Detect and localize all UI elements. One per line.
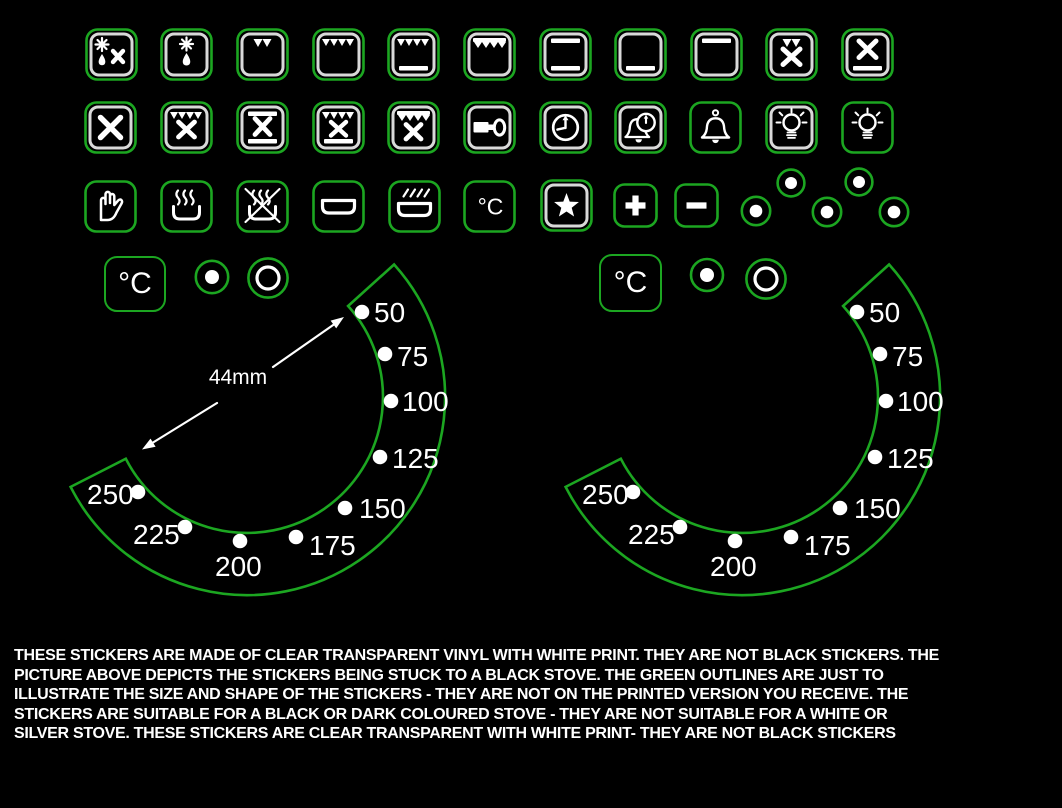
temp-label-150: 150: [854, 493, 901, 524]
disclaimer-line: ILLUSTRATE THE SIZE AND SHAPE OF THE STI…: [14, 686, 909, 704]
grill-element-icon: [463, 28, 516, 81]
bell-icon: [689, 101, 742, 154]
temp-label-175: 175: [804, 530, 851, 561]
alarm-timer-icon: [614, 101, 667, 154]
temp-label-250: 250: [87, 479, 134, 510]
indicator-dot-icon: [844, 167, 874, 197]
temperature-dial-left: 50 75 100 125 150 175 200 225 250 44mm: [68, 262, 449, 597]
dial-dots: [625, 304, 894, 549]
temp-label-75: 75: [892, 341, 923, 372]
indicator-dot-icon: [689, 257, 725, 293]
temp-label-75: 75: [397, 341, 428, 372]
fan-grill-element-icon: [387, 101, 440, 154]
dial-dots: [130, 304, 399, 549]
temp-label-100: 100: [897, 386, 944, 417]
bottom-heat-icon: [614, 28, 667, 81]
oven-light-icon: [765, 101, 818, 154]
celsius-label: °C: [118, 267, 152, 300]
defrost-icon: [160, 28, 213, 81]
temperature-dial-right: 50 75 100 125 150 175 200 225 250: [563, 262, 944, 597]
grill-full-icon: [312, 28, 365, 81]
indicator-dot-icon: [811, 196, 843, 228]
indicator-dot-icon: [740, 195, 772, 227]
residual-heat-off-icon: [236, 180, 289, 233]
temp-label-50: 50: [869, 297, 900, 328]
temp-label-125: 125: [392, 443, 439, 474]
top-bottom-heat-icon: [539, 28, 592, 81]
grill-bottom-heat-icon: [387, 28, 440, 81]
dial-band-outline: [68, 262, 447, 597]
minus-icon: [674, 183, 719, 228]
temp-label-150: 150: [359, 493, 406, 524]
celsius-box-right: °C: [599, 254, 662, 312]
dish-icon: [312, 180, 365, 233]
fan-grill-icon: [160, 101, 213, 154]
temp-label-50: 50: [374, 297, 405, 328]
disclaimer-line: STICKERS ARE SUITABLE FOR A BLACK OR DAR…: [14, 705, 888, 723]
indicator-dot-icon: [878, 196, 910, 228]
celsius-label: °C: [613, 266, 648, 299]
dial-band-outline: [563, 262, 942, 597]
disclaimer-line: SILVER STOVE. THESE STICKERS ARE CLEAR T…: [14, 725, 896, 743]
minute-timer-icon: [539, 101, 592, 154]
top-heat-icon: [690, 28, 743, 81]
hand-stop-icon: [84, 180, 137, 233]
grill-half-icon: [236, 28, 289, 81]
temp-label-200: 200: [215, 551, 262, 582]
temp-label-250: 250: [582, 479, 629, 510]
disclaimer-text: THESE STICKERS ARE MADE OF CLEAR TRANSPA…: [14, 646, 1018, 744]
disclaimer-line: PICTURE ABOVE DEPICTS THE STICKERS BEING…: [14, 666, 884, 684]
fan-grill-half-icon: [765, 28, 818, 81]
fan-grill-bottom-heat-icon: [312, 101, 365, 154]
indicator-ring-icon: [745, 258, 787, 300]
measurement-arrow: 44mm: [142, 317, 344, 450]
frost-star-icon: [540, 179, 593, 232]
dish-warming-icon: [388, 180, 441, 233]
temp-label-125: 125: [887, 443, 934, 474]
defrost-fan-icon: [85, 28, 138, 81]
indicator-dot-icon: [194, 259, 230, 295]
fan-top-bottom-heat-icon: [236, 101, 289, 154]
indicator-ring-icon: [247, 257, 289, 299]
temp-label-225: 225: [628, 519, 675, 550]
key-lock-icon: [463, 101, 516, 154]
measurement-label: 44mm: [209, 366, 267, 389]
plus-icon: [613, 183, 658, 228]
disclaimer-line: THESE STICKERS ARE MADE OF CLEAR TRANSPA…: [14, 647, 939, 664]
celsius-box-left: °C: [104, 256, 166, 312]
celsius-symbol-icon: °C: [463, 180, 516, 233]
fan-bottom-heat-icon: [841, 28, 894, 81]
fan-icon: [84, 101, 137, 154]
celsius-icon-label: °C: [478, 194, 504, 220]
temp-label-100: 100: [402, 386, 449, 417]
indicator-dot-icon: [776, 168, 806, 198]
temp-label-175: 175: [309, 530, 356, 561]
temp-label-200: 200: [710, 551, 757, 582]
temp-label-225: 225: [133, 519, 180, 550]
residual-heat-icon: [160, 180, 213, 233]
oven-light-outline-icon: [841, 101, 894, 154]
